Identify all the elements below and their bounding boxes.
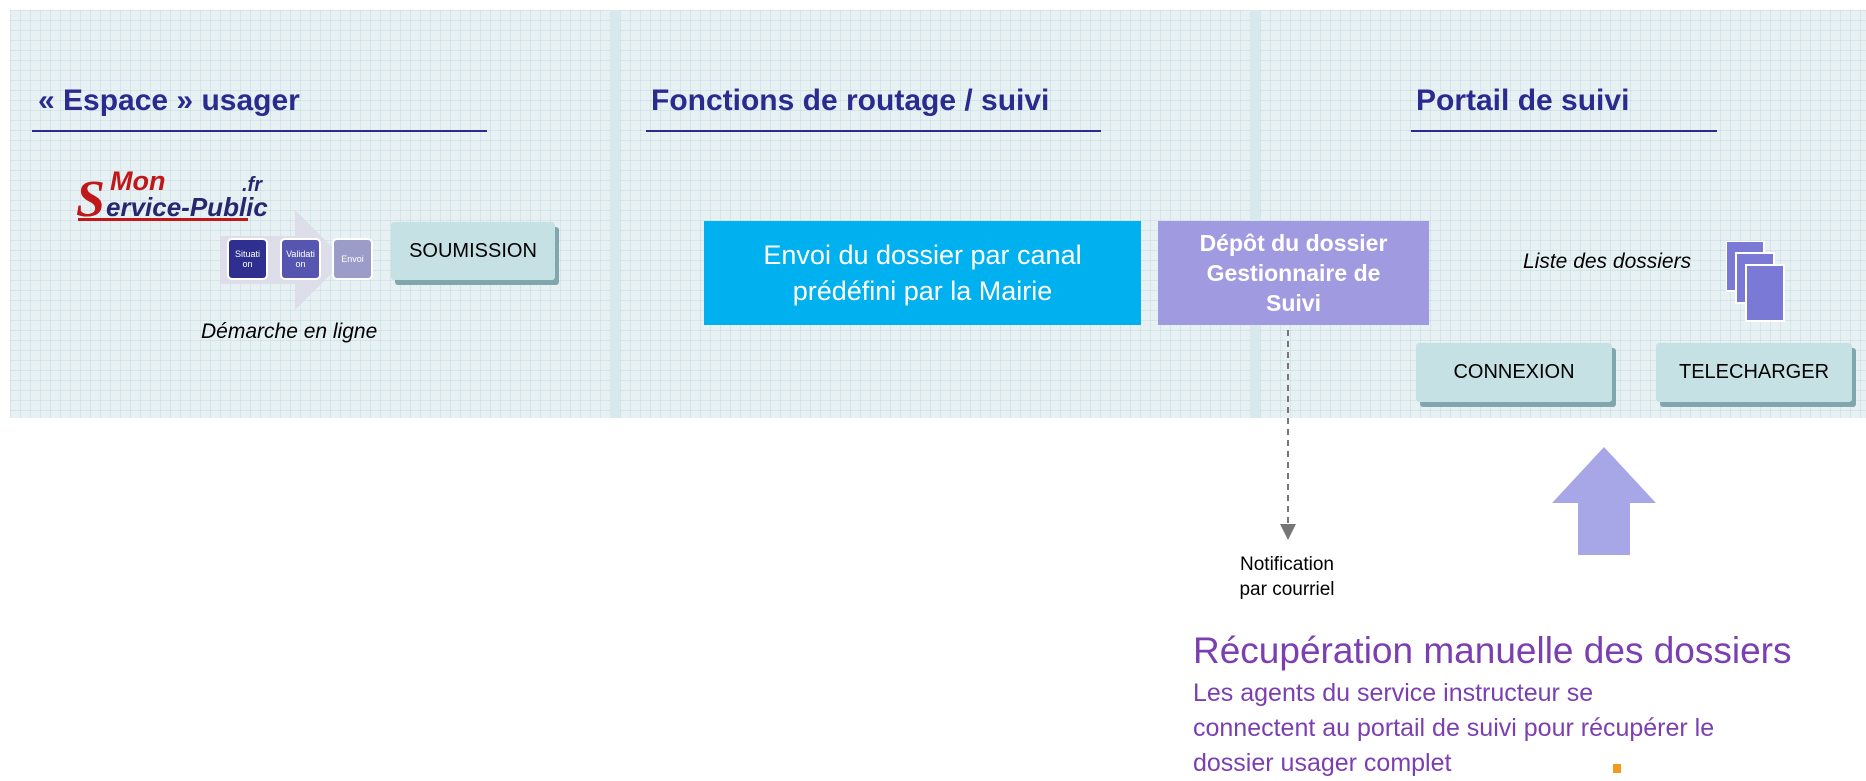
section-title-routage: Fonctions de routage / suivi xyxy=(651,84,1050,117)
band-left xyxy=(10,10,610,418)
band-separator xyxy=(610,10,620,418)
section-title-espace-usager: « Espace » usager xyxy=(38,84,300,117)
section-underline xyxy=(1411,130,1717,132)
step-situation: Situati on xyxy=(229,240,266,278)
soumission-button[interactable]: SOUMISSION xyxy=(391,222,555,280)
section-underline xyxy=(646,130,1101,132)
depot-dossier-box: Dépôt du dossier Gestionnaire de Suivi xyxy=(1158,221,1429,325)
demarche-caption: Démarche en ligne xyxy=(201,320,378,343)
liste-dossiers-caption: Liste des dossiers xyxy=(1523,250,1692,273)
section-underline xyxy=(32,130,487,132)
band-middle xyxy=(620,10,1250,418)
up-arrow-icon xyxy=(1552,447,1656,555)
envoi-dossier-box: Envoi du dossier par canal prédéfini par… xyxy=(704,221,1141,325)
step-envoi: Envoi xyxy=(334,240,371,278)
telecharger-button[interactable]: TELECHARGER xyxy=(1656,343,1852,402)
dashed-arrow-icon xyxy=(1280,330,1296,540)
band-separator xyxy=(1250,10,1260,418)
step-validation: Validati on xyxy=(282,240,319,278)
recuperation-description: Les agents du service instructeur se con… xyxy=(1193,679,1715,777)
recuperation-title: Récupération manuelle des dossiers xyxy=(1193,630,1792,671)
section-title-portail: Portail de suivi xyxy=(1416,84,1630,117)
documents-stack-icon xyxy=(1726,241,1785,322)
decorative-marker xyxy=(1613,764,1621,773)
connexion-button[interactable]: CONNEXION xyxy=(1416,343,1612,402)
notification-label: Notification par courriel xyxy=(1239,554,1335,600)
